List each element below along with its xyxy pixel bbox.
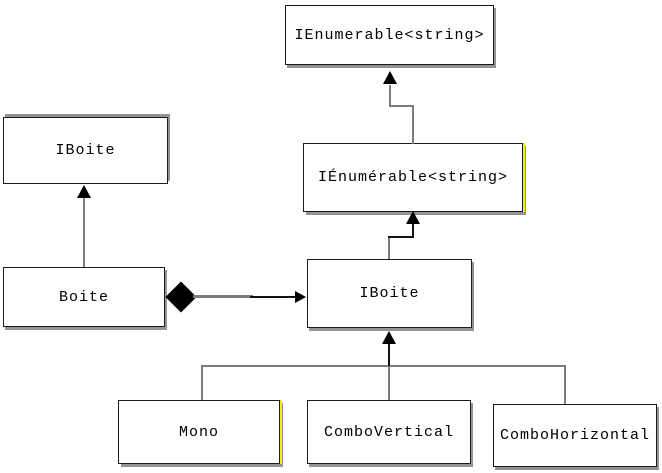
- generalization-arrowhead-icon: [406, 211, 420, 224]
- edge-subclasses-bus-horizontal: [201, 365, 566, 367]
- edge-iboite-to-fr-segment-vertical-upper: [412, 224, 414, 237]
- class-label: IEnumerable<string>: [294, 26, 485, 44]
- edge-iboite-to-fr-segment-vertical-lower: [388, 237, 390, 259]
- edge-iboite-to-fr-segment-horizontal: [388, 236, 414, 238]
- composition-diamond-icon: [165, 281, 197, 313]
- generalization-arrowhead-icon: [382, 331, 396, 344]
- class-label: Mono: [178, 423, 219, 441]
- edge-fr-to-en-segment-vertical-upper: [389, 85, 391, 106]
- edge-combohorizontal-stub: [564, 366, 566, 404]
- edge-mono-stub: [201, 366, 203, 400]
- class-label: Boite: [58, 288, 109, 306]
- class-label: IBoite: [55, 142, 116, 159]
- generalization-arrowhead-icon: [77, 185, 91, 198]
- generalization-arrowhead-icon: [383, 71, 397, 84]
- class-box-iboite-left[interactable]: IBoite: [3, 117, 168, 184]
- class-label: ComboHorizontal: [499, 427, 651, 444]
- edge-subclasses-to-iboite-vertical: [388, 344, 390, 366]
- class-box-ienumerable-fr-string[interactable]: IÉnumérable<string>: [303, 143, 523, 212]
- class-box-boite[interactable]: Boite: [3, 267, 165, 327]
- edge-fr-to-en-segment-horizontal: [389, 105, 414, 107]
- class-box-combohorizontal[interactable]: ComboHorizontal: [493, 404, 657, 467]
- class-box-combovertical[interactable]: ComboVertical: [307, 400, 471, 464]
- class-label: IBoite: [359, 285, 420, 302]
- edge-boite-to-iboite-left-segment: [83, 198, 85, 267]
- class-label: ComboVertical: [323, 423, 455, 441]
- class-label: IÉnumérable<string>: [317, 169, 509, 186]
- class-box-mono[interactable]: Mono: [118, 400, 280, 464]
- edge-composition-segment-black: [250, 296, 298, 298]
- class-box-ienumerable-string[interactable]: IEnumerable<string>: [285, 5, 494, 65]
- navigation-arrowhead-icon: [295, 291, 306, 303]
- class-box-iboite-center[interactable]: IBoite: [307, 259, 472, 328]
- edge-composition-segment-gray: [193, 295, 253, 298]
- edge-combovertical-stub: [388, 366, 390, 400]
- edge-fr-to-en-segment-vertical-lower: [412, 106, 414, 144]
